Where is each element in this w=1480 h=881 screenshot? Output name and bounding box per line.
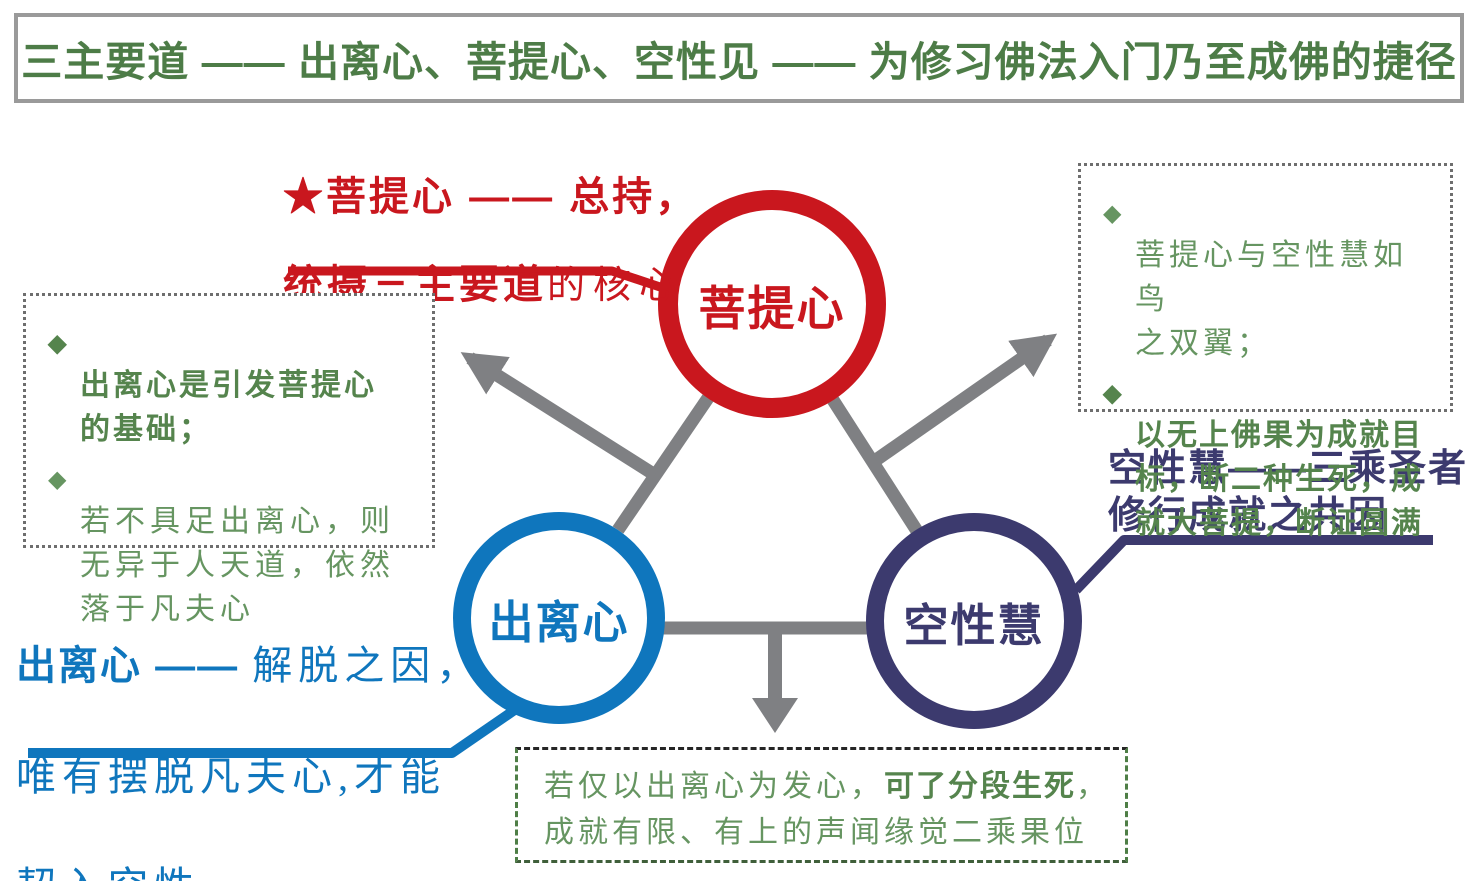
edge-bodhicitta-emptiness — [827, 396, 923, 535]
note-renunciation-lead: 出离心 —— — [16, 644, 253, 688]
bottom-box-line-1: 若仅以出离心为发心，可了分段生死， — [544, 766, 1125, 808]
bottom-box-line-2: 成就有限、有上的声闻缘觉二乘果位 — [544, 816, 1088, 849]
diamond-bullet-icon: ◆ — [48, 330, 70, 357]
diamond-bullet-icon: ◆ — [1103, 380, 1124, 407]
right-box-item-1: ◆ 菩提心与空性慧如鸟 之双翼； — [1103, 190, 1438, 366]
right-box-item-1-text: 菩提心与空性慧如鸟 之双翼； — [1135, 239, 1407, 360]
note-renunciation-line2: 唯有摆脱凡夫心,才能 — [16, 754, 446, 799]
left-box-item-1: ◆ 出离心是引发菩提心 的基础； — [48, 320, 412, 452]
note-renunciation-line1: 出离心 —— 解脱之因， — [16, 638, 496, 694]
bottom-box-part1: 若仅以出离心为发心， — [544, 770, 884, 803]
note-renunciation: 出离心 —— 解脱之因， 唯有摆脱凡夫心,才能 契入空性 — [16, 583, 496, 881]
note-renunciation-line3: 契入空性 — [16, 859, 496, 881]
arrow-to-left-box — [460, 352, 659, 481]
renunciation-callout-line — [28, 704, 519, 758]
page-title: 三主要道 —— 出离心、菩提心、空性见 —— 为修习佛法入门乃至成佛的捷径 — [21, 39, 1457, 85]
left-box-item-2-text: 若不具足出离心，则 无异于人天道，依然 落于凡夫心 — [80, 505, 395, 626]
diamond-bullet-icon: ◆ — [48, 467, 72, 493]
note-renunciation-lead-rest: 解脱之因， — [252, 643, 483, 688]
node-emptiness-label: 空性慧 — [903, 599, 1045, 651]
arrow-down-head — [752, 698, 798, 733]
right-box-item-2: ◆ 以无上佛果为成就目 标，断二种生死，成 就大菩提，断证圆满 — [1103, 370, 1438, 546]
note-bodhicitta-line2-rest: 的核心 — [547, 265, 686, 307]
node-bodhicitta-label: 菩提心 — [698, 281, 846, 335]
edge-bodhicitta-renunciation — [612, 394, 714, 534]
bottom-note-box: 若仅以出离心为发心，可了分段生死， 成就有限、有上的声闻缘觉二乘果位 — [515, 747, 1128, 863]
node-emptiness: 空性慧 — [866, 513, 1082, 729]
left-box-item-1-text: 出离心是引发菩提心 的基础； — [80, 369, 377, 446]
diamond-bullet-icon: ◆ — [1103, 201, 1126, 227]
right-note-box: ◆ 菩提心与空性慧如鸟 之双翼； ◆ 以无上佛果为成就目 标，断二种生死，成 就大菩… — [1078, 163, 1453, 540]
bottom-box-part3: ， — [1076, 770, 1110, 803]
left-note-box: ◆ 出离心是引发菩提心 的基础； ◆ 若不具足出离心，则 无异于人天道，依然 落于凡… — [23, 293, 435, 626]
emptiness-callout-line — [1072, 535, 1433, 594]
arrow-to-right-box — [872, 333, 1058, 466]
right-box-item-2-text: 以无上佛果为成就目 标，断二种生死，成 就大菩提，断证圆满 — [1135, 419, 1423, 540]
note-bodhicitta-line1: ★菩提心 —— 总持， — [283, 175, 699, 219]
bottom-box-part2-bold: 可了分段生死 — [884, 770, 1076, 803]
node-renunciation-label: 出离心 — [488, 596, 630, 648]
title-banner: 三主要道 —— 出离心、菩提心、空性见 —— 为修习佛法入门乃至成佛的捷径 — [14, 13, 1464, 103]
note-emptiness: 空性慧——三乘圣者 修行成就之共因 — [1108, 448, 1469, 537]
left-box-item-2: ◆ 若不具足出离心，则 无异于人天道，依然 落于凡夫心 — [48, 456, 412, 632]
